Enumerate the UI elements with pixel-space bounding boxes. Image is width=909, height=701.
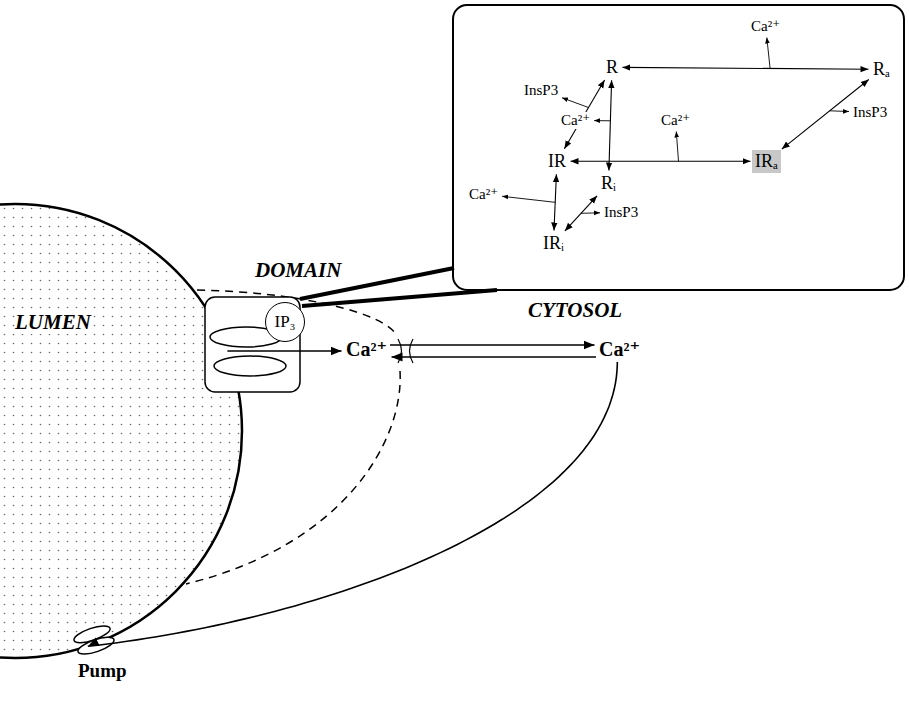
- region-label: LUMEN: [15, 310, 91, 334]
- pump-flux-arrow: [88, 362, 618, 646]
- ligand-leader: [676, 132, 678, 162]
- ip3-circle: IP₃: [265, 302, 305, 342]
- ligand-label-box: Ca²⁺: [468, 186, 499, 203]
- state-label: Rₐ: [873, 59, 890, 80]
- ligand-leader: [581, 212, 600, 214]
- ligand-label-box: InsP3: [852, 104, 888, 121]
- ligand-label-box: Ca²⁺: [660, 112, 691, 129]
- ligand-label: InsP3: [852, 104, 888, 121]
- state-label: IR: [548, 151, 566, 172]
- transition-arrow: [609, 80, 612, 170]
- zoom-line: [302, 290, 497, 306]
- lumen-outline: [0, 204, 242, 658]
- region-label: DOMAIN: [255, 258, 341, 282]
- region-label-box: CYTOSOL: [528, 298, 622, 322]
- calcium-flux-arrow: [227, 350, 341, 352]
- ligand-label-box: InsP3: [603, 204, 639, 221]
- calcium-node: Ca²⁺: [343, 337, 390, 362]
- boundary-bracket: [398, 339, 402, 363]
- receptor-state: R: [603, 56, 621, 79]
- ligand-leader: [562, 98, 589, 108]
- transition-arrow: [571, 161, 751, 162]
- pump-symbol: [72, 622, 116, 657]
- receptor-state: IRᵢ: [540, 232, 567, 255]
- ligand-label: Ca²⁺: [660, 112, 691, 129]
- ligand-label-box: InsP3: [523, 82, 559, 99]
- boundary-bracket: [410, 339, 414, 363]
- receptor-state: IR: [545, 150, 569, 173]
- ligand-leader: [594, 120, 610, 121]
- region-label-box: DOMAIN: [255, 258, 341, 282]
- state-label: Rᵢ: [601, 173, 616, 194]
- ion-label: Ca²⁺: [346, 338, 387, 361]
- part-label-box: Pump: [78, 660, 127, 682]
- region-label: CYTOSOL: [528, 298, 622, 322]
- ligand-label: InsP3: [603, 204, 639, 221]
- state-label: R: [606, 57, 618, 78]
- calcium-flux-arrow: [392, 356, 597, 358]
- receptor-state: Rₐ: [870, 58, 893, 81]
- state-label: IRᵢ: [543, 233, 564, 254]
- ligand-label-box: Ca²⁺: [750, 18, 781, 35]
- channel-subunit: [214, 356, 286, 376]
- calcium-flux-arrow: [390, 344, 595, 346]
- ligand-leader: [502, 196, 555, 202]
- receptor-state: Rᵢ: [598, 172, 619, 195]
- lumen-region: LUMEN: [0, 204, 242, 658]
- ligand-leader: [830, 110, 849, 112]
- calcium-node: Ca²⁺: [596, 337, 643, 362]
- domain-boundary: [186, 371, 400, 584]
- open-receptor-state: IRₐ: [752, 150, 781, 173]
- ligand-label: Ca²⁺: [468, 186, 499, 203]
- lumen-membrane: [0, 204, 242, 658]
- ligand-label: Ca²⁺: [560, 112, 591, 129]
- part-label: Pump: [78, 660, 127, 682]
- ligand-label-box: Ca²⁺: [560, 112, 591, 129]
- molecule-label: IP₃: [274, 312, 295, 332]
- inset-panel: [453, 5, 904, 290]
- ligand-label: InsP3: [523, 82, 559, 99]
- ion-label: Ca²⁺: [599, 338, 640, 361]
- transition-arrow: [623, 67, 869, 69]
- state-label: IRₐ: [755, 151, 778, 172]
- ligand-leader: [767, 38, 770, 69]
- ligand-label: Ca²⁺: [750, 18, 781, 35]
